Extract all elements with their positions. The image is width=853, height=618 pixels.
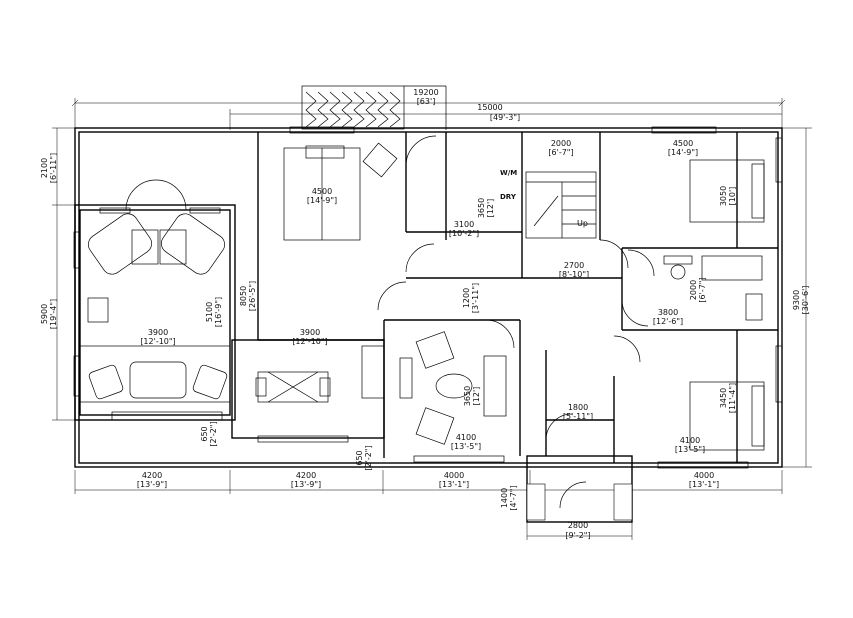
bath-depth-mm: 2000 xyxy=(689,280,698,300)
bottom-d3-ft: [13'-1"] xyxy=(439,480,469,489)
stair-width-mm: 2000 xyxy=(551,139,571,148)
up-label: Up xyxy=(577,219,588,228)
living-depth-mm: 8050 xyxy=(239,286,248,306)
left-top-ft: [6'-11"] xyxy=(49,153,58,183)
wm-label: W/M xyxy=(500,169,517,177)
dining-width-ft: [12'-10"] xyxy=(292,337,327,346)
step-b-ft: [2'-2"] xyxy=(364,445,373,470)
lounge-width-mm: 4100 xyxy=(456,433,476,442)
sunroom-width-ft: [12'-10"] xyxy=(140,337,175,346)
bottom-d3-mm: 4000 xyxy=(444,471,464,480)
exterior-walls xyxy=(74,127,783,523)
step-a-mm: 650 xyxy=(200,426,209,441)
left-top-mm: 2100 xyxy=(40,158,49,178)
sunroom-width-mm: 3900 xyxy=(148,328,168,337)
overall-width-ft: [49'-3"] xyxy=(490,113,520,122)
bed1-depth-mm: 3050 xyxy=(719,186,728,206)
hall-width-ft: [8'-10"] xyxy=(559,270,589,279)
left-bottom-ft: [19'-4"] xyxy=(49,299,58,329)
step-a-ft: [2'-2"] xyxy=(209,421,218,446)
lounge-depth-ft: [12'] xyxy=(472,387,481,406)
overall-depth-mm: 9300 xyxy=(792,290,801,310)
bath-width-mm: 3800 xyxy=(658,308,678,317)
chimney-ft: [63'] xyxy=(417,97,436,106)
wm-height-ft: [12'] xyxy=(486,199,495,218)
entry-width-ft: [5'-11"] xyxy=(563,412,593,421)
overall-width-mm: 15000 xyxy=(477,103,502,112)
bath-depth-ft: [6'-7"] xyxy=(698,277,707,302)
passage-depth-mm: 1200 xyxy=(462,288,471,308)
sunroom-depth-mm: 5100 xyxy=(205,302,214,322)
passage-depth-ft: [3'-11"] xyxy=(471,283,480,313)
lounge-width-ft: [13'-5"] xyxy=(451,442,481,451)
overall-depth-ft: [30'-6'] xyxy=(801,286,810,315)
porch-ft: [9'-2"] xyxy=(565,531,590,540)
living-depth-ft: [26'-5"] xyxy=(248,281,257,311)
bed2-depth-mm: 3450 xyxy=(719,388,728,408)
stair-width-ft: [6'-7"] xyxy=(548,148,573,157)
bottom-d2-ft: [13'-9"] xyxy=(291,480,321,489)
bed1-width-ft: [14'-9"] xyxy=(668,148,698,157)
porch-depth-mm: 1400 xyxy=(500,488,509,508)
windows xyxy=(73,126,783,469)
hall-width-mm: 2700 xyxy=(564,261,584,270)
wm-height-mm: 3650 xyxy=(477,198,486,218)
kitchen-mm: 4500 xyxy=(312,187,332,196)
chimney-mm: 19200 xyxy=(413,88,438,97)
dining-width-mm: 3900 xyxy=(300,328,320,337)
entry-width-mm: 1800 xyxy=(568,403,588,412)
furniture xyxy=(79,142,765,451)
bed1-depth-ft: [10'] xyxy=(728,187,737,206)
porch-depth-ft: [4'-7"] xyxy=(509,485,518,510)
wm-closet-mm: 3100 xyxy=(454,220,474,229)
sunroom-depth-ft: [16'-9"] xyxy=(214,297,223,327)
interior-walls xyxy=(257,132,778,463)
lounge-depth-mm: 3650 xyxy=(463,386,472,406)
bottom-d4-ft: [13'-1"] xyxy=(689,480,719,489)
bottom-d1-ft: [13'-9"] xyxy=(137,480,167,489)
bottom-d2-mm: 4200 xyxy=(296,471,316,480)
chimney xyxy=(301,85,447,130)
porch-mm: 2800 xyxy=(568,521,588,530)
bottom-d4-mm: 4000 xyxy=(694,471,714,480)
bed2-depth-ft: [11'-4"] xyxy=(728,383,737,413)
bed1-width-mm: 4500 xyxy=(673,139,693,148)
kitchen-ft: [14'-9"] xyxy=(307,196,337,205)
step-b-mm: 650 xyxy=(355,450,364,465)
left-bottom-mm: 5900 xyxy=(40,304,49,324)
bed2-width-ft: [13'-5"] xyxy=(675,445,705,454)
dry-label: DRY xyxy=(500,193,517,201)
bath-width-ft: [12'-6"] xyxy=(653,317,683,326)
wm-closet-ft: [10'-2"] xyxy=(449,229,479,238)
doors xyxy=(125,135,655,509)
bed2-width-mm: 4100 xyxy=(680,436,700,445)
bottom-d1-mm: 4200 xyxy=(142,471,162,480)
